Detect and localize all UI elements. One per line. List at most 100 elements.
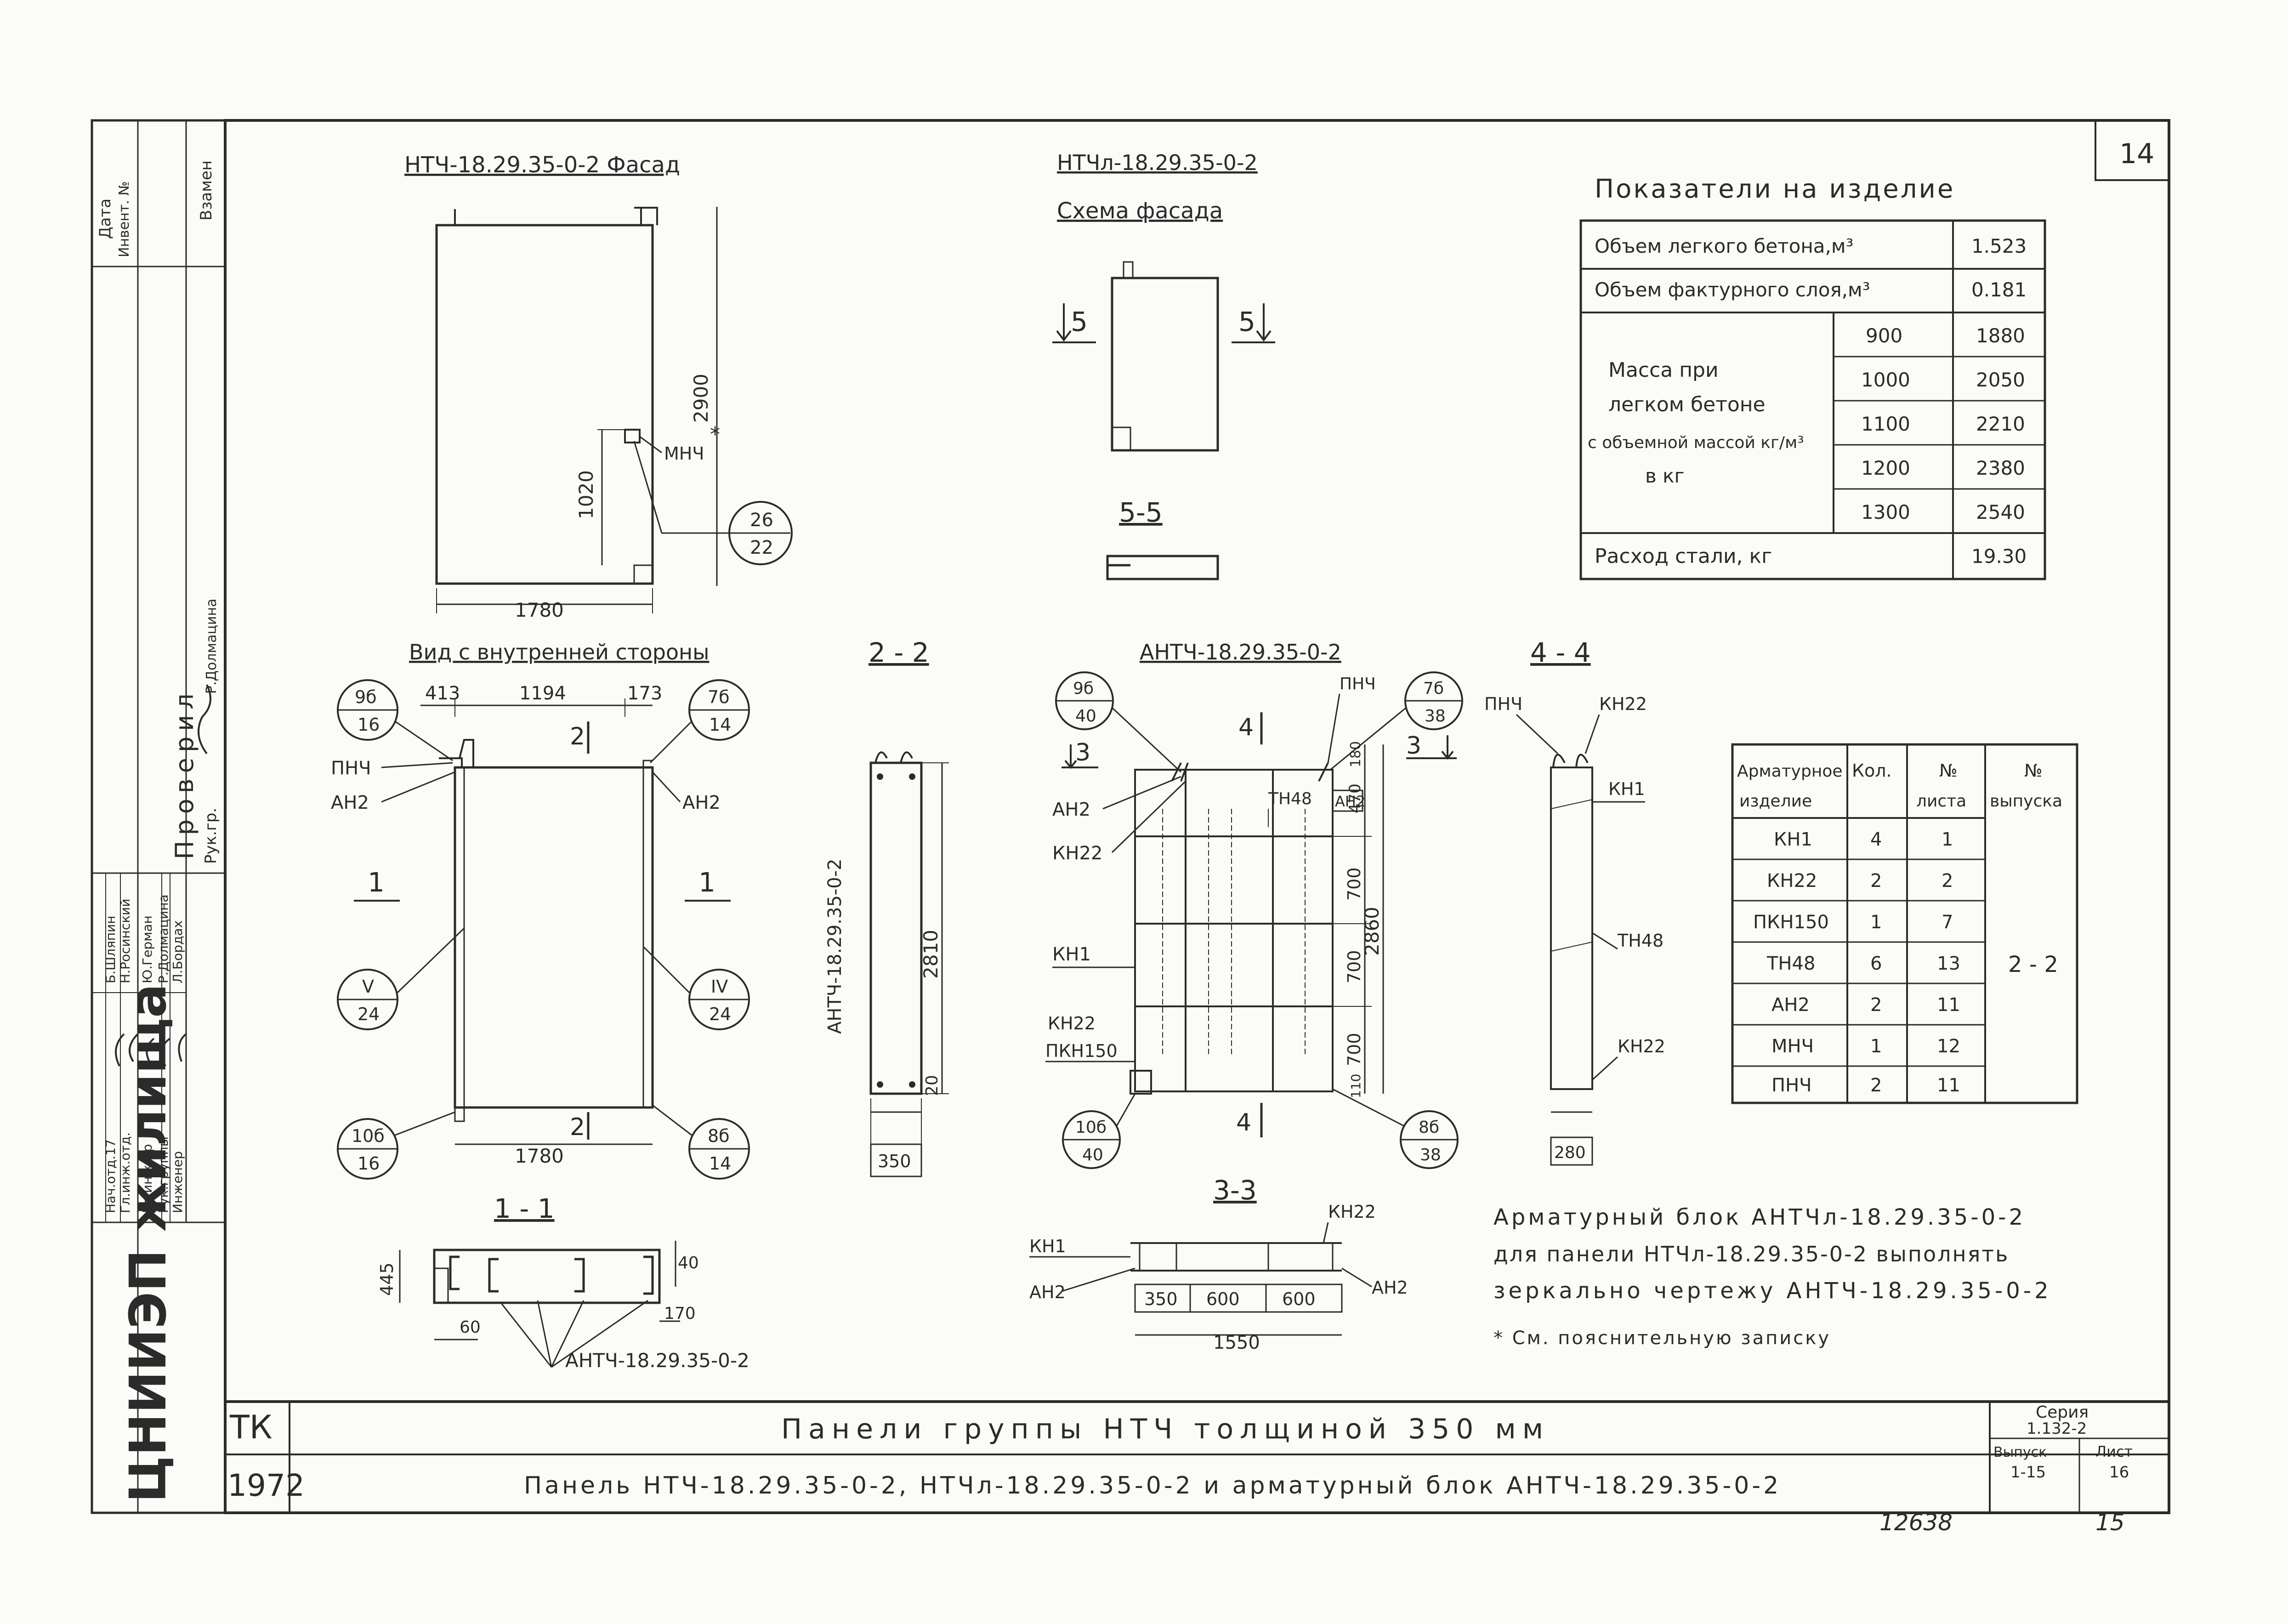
mass-density: 1000 [1861,369,1910,391]
inner-dim-1780: 1780 [515,1145,564,1167]
vypusk-value: 1-15 [2010,1463,2046,1482]
sec33-title: 3-3 [1213,1175,1257,1206]
ant-dim-700-c: 700 [1344,1033,1364,1066]
section-3-3: 3-3 КН1 АН2 КН22 АН2 350 600 600 1550 [1029,1175,1408,1353]
title-line-1: Панели группы НТЧ толщиной 350 мм [781,1413,1550,1445]
rebar-sheet: 11 [1937,994,1960,1016]
note-4: * См. пояснительную записку [1493,1328,1831,1349]
inner-cut-2-bot: 2 [570,1113,585,1141]
sec44-pnch: ПНЧ [1484,694,1522,714]
mass-value: 2380 [1976,457,2025,479]
mass-value: 2050 [1976,369,2025,391]
list-value: 16 [2109,1463,2129,1482]
facade-circle-top: 26 [750,510,773,531]
inner-view: Вид с внутренней стороны 413 1194 173 17… [331,640,750,1180]
sec22-dim-350: 350 [878,1151,911,1171]
ant-cut-3-left: 3 [1075,739,1090,767]
ant-dim-2860: 2860 [1361,907,1383,956]
rebar-qty: 2 [1870,870,1882,891]
sec11-title: 1 - 1 [494,1193,555,1224]
vypusk-label: Выпуск [1993,1444,2047,1460]
ant-c8b-bot: 38 [1420,1146,1441,1164]
rebar-item: АН2 [1771,994,1810,1016]
rebar-sheet: 1 [1942,829,1953,850]
role-2: Гл.инж.пр [140,1144,155,1213]
schema-facade: НТЧл-18.29.35-0-2 Схема фасада 5 5 5-5 [1052,150,1275,580]
facade-circle-bot: 22 [750,537,773,558]
section-55-title: 5-5 [1119,497,1163,528]
sec33-an2-right: АН2 [1372,1278,1408,1298]
sec11-dim-60: 60 [460,1318,481,1337]
section-4-4: 4 - 4 ПНЧ КН22 КН1 ТН48 КН22 280 [1484,637,1665,1166]
rebar-sheet: 11 [1937,1075,1960,1096]
sec33-dim-600-b: 600 [1282,1289,1316,1309]
ant-cut-4-top: 4 [1238,714,1254,741]
archive-number: 12638 [1879,1509,1953,1536]
rebar-item: КН22 [1767,870,1817,891]
checked-label: Проверил [170,688,199,859]
rebar-h-issue-b: выпуска [1990,792,2062,811]
rebar-item: ПКН150 [1753,912,1829,933]
ind-row2-val: 0.181 [1971,278,2027,301]
inner-cut-1-left: 1 [368,867,385,898]
name-1: Н.Росинский [118,898,133,983]
section-1-1: 1 - 1 445 40 170 60 АНТЧ-18.29.35-0-2 [377,1193,749,1372]
sec44-title: 4 - 4 [1530,637,1591,668]
role-1: Гл.инж.отд. [118,1132,133,1213]
cV-top: V [362,977,374,997]
rebar-sheet: 13 [1937,953,1960,974]
c10b-top: 10б [352,1126,385,1146]
sec44-kn22-top: КН22 [1599,694,1647,714]
rebar-qty: 2 [1870,1075,1882,1096]
ant-lbl-kn22-top: КН22 [1052,843,1102,864]
ant-dim-700-b: 700 [1344,950,1364,983]
inner-title: Вид с внутренней стороны [409,640,709,664]
rebar-h-issue-a: № [2024,761,2043,781]
tk-label: ТК [229,1408,272,1446]
rebar-qty: 2 [1870,994,1882,1016]
rebar-block-view: АНТЧ-18.29.35-0-2 2860 700 700 700 470 1… [1045,640,1463,1169]
ind-row1-label: Объем легкого бетона,м³ [1595,235,1853,257]
rebar-item: МНЧ [1771,1036,1814,1057]
ind-row2-label: Объем фактурного слоя,м³ [1595,278,1870,301]
notes: Арматурный блок АНТЧл-18.29.35-0-2 для п… [1493,1204,2049,1349]
list-label: Лист [2095,1443,2133,1460]
ant-c10b-bot: 40 [1082,1146,1103,1164]
rebar-h-item-a: Арматурное [1737,762,1843,781]
schema-title-1: НТЧл-18.29.35-0-2 [1057,150,1258,175]
sec22-title: 2 - 2 [869,637,929,668]
checked-name: Р.Долмацина [204,598,220,694]
mass-density: 1100 [1861,413,1910,435]
steel-label: Расход стали, кг [1595,545,1772,568]
mass-label-4: в кг [1645,465,1685,487]
name-2: Ю.Герман [140,915,155,983]
c7b-bot: 14 [709,715,731,735]
steel-val: 19.30 [1971,545,2027,568]
ant-lbl-an2-box: АН2 [1335,793,1365,810]
rebar-h-item-b: изделие [1739,792,1812,811]
ant-cut-3-right: 3 [1406,732,1421,760]
name-3: Р.Долмацина [156,894,171,983]
ant-lbl-pnch: ПНЧ [1340,675,1376,693]
rebar-item: ПНЧ [1771,1075,1812,1096]
mass-density: 1300 [1861,501,1910,523]
ant-dim-700-a: 700 [1344,867,1364,901]
role-0: Нач.отд.17 [103,1139,118,1213]
left-stamp: Дата Инвент. № Взамен Проверил Рук.гр. Р… [91,119,227,1514]
sec44-kn22-bot: КН22 [1618,1036,1665,1056]
rebar-sheet: 2 [1942,870,1953,891]
facade-star: * [710,423,720,446]
sec22-dim-2810: 2810 [920,930,942,979]
mass-label-3: с объемной массой кг/м³ [1588,433,1804,452]
mass-density: 1200 [1861,457,1910,479]
rebar-h-sheet-b: листа [1916,792,1966,811]
sec33-dim-1550: 1550 [1213,1332,1260,1353]
checked-role: Рук.гр. [202,808,220,864]
section-2-2: 2 - 2 2810 20 350 АНТЧ-18.29.35-0-2 [824,637,949,1177]
ant-lbl-pkn150: ПКН150 [1045,1041,1118,1061]
facade-mnch: МНЧ [664,443,704,464]
col-replace: Взамен [197,160,216,221]
rebar-h-qty: Кол. [1852,761,1892,781]
inner-lbl-pnch: ПНЧ [331,758,371,779]
sec33-kn1: КН1 [1029,1236,1066,1256]
